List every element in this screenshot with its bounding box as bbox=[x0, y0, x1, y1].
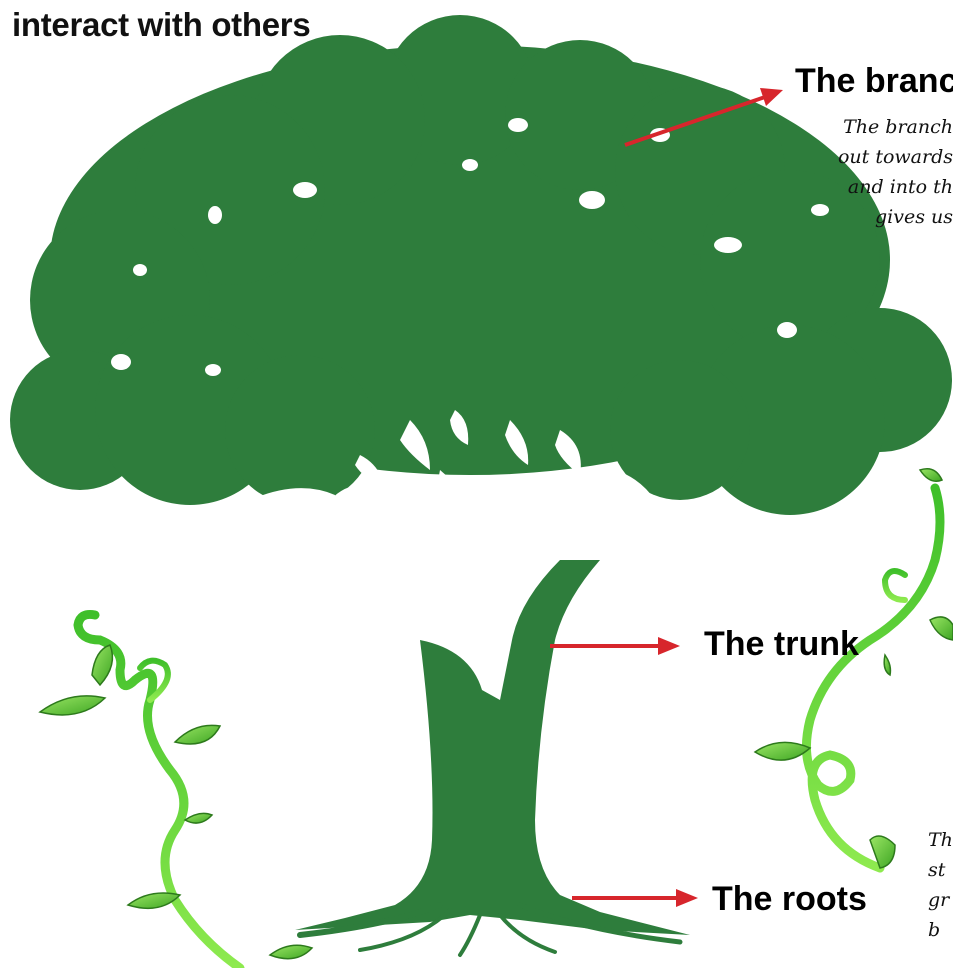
label-branches: The branc bbox=[795, 62, 953, 100]
branches-note-line: The branch bbox=[843, 116, 953, 138]
roots-note-line: Th bbox=[928, 829, 953, 851]
roots-note-line: b bbox=[928, 919, 941, 941]
left-vine-leaves bbox=[38, 644, 314, 960]
branch-openings bbox=[255, 410, 655, 690]
right-vine-leaves bbox=[753, 468, 953, 869]
label-roots: The roots bbox=[712, 880, 867, 918]
tree-canopy bbox=[10, 15, 952, 515]
canopy-gaps bbox=[111, 118, 829, 376]
branches-note: The branch out towards and into th gives… bbox=[838, 112, 953, 232]
label-trunk: The trunk bbox=[704, 625, 859, 663]
page-heading: interact with others bbox=[12, 6, 311, 43]
tree-trunk bbox=[295, 560, 690, 935]
branches-note-line: gives us bbox=[875, 206, 953, 228]
branches-note-line: and into th bbox=[847, 176, 953, 198]
arrow-roots bbox=[572, 889, 698, 907]
roots-note-line: st bbox=[928, 859, 946, 881]
roots-note: Th st gr b bbox=[928, 825, 953, 945]
left-vine bbox=[73, 610, 245, 968]
roots-note-line: gr bbox=[928, 889, 950, 911]
arrow-trunk bbox=[550, 637, 680, 655]
arrow-branches bbox=[624, 88, 783, 147]
right-vine bbox=[801, 483, 945, 873]
branches-note-line: out towards bbox=[837, 146, 953, 168]
tree-roots bbox=[297, 902, 683, 957]
